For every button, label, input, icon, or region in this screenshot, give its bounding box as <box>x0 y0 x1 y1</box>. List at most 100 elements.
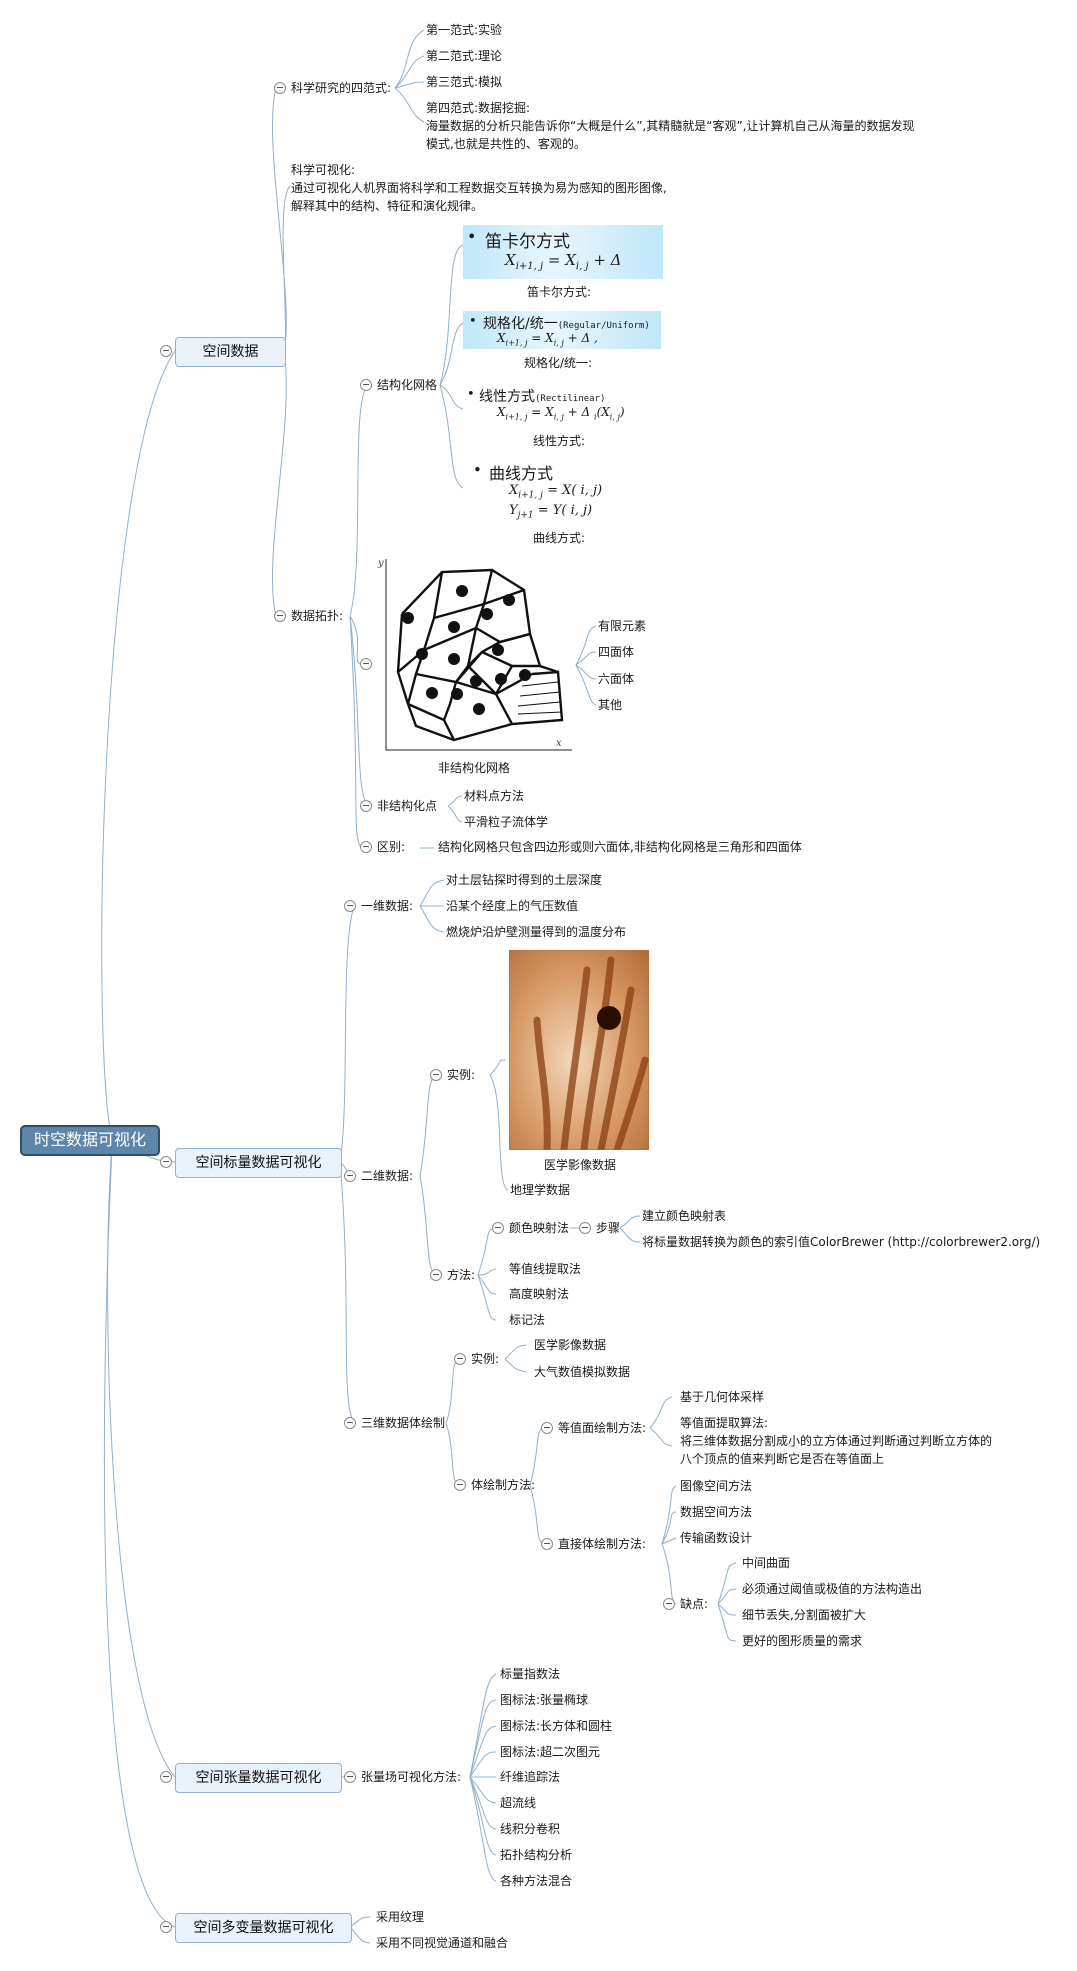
formula-regular-eq: Xi+1, j = Xi, j + Δ , <box>497 331 598 348</box>
formula-curvilinear-eq-1: Xi+1, j = X( i, j) <box>509 483 603 501</box>
collapse-toggle-icon[interactable] <box>344 900 356 912</box>
node-multivar-channels[interactable]: 采用不同视觉通道和融合 <box>376 1936 509 1950</box>
node-sciviz-title[interactable]: 科学可视化: <box>291 163 356 177</box>
node-1d-data[interactable]: 一维数据: <box>361 899 414 913</box>
formula-curvilinear-title: 曲线方式 <box>489 464 554 483</box>
node-data-topology[interactable]: 数据拓扑: <box>291 609 344 623</box>
node-difference-text[interactable]: 结构化网格只包含四边形或则六面体,非结构化网格是三角形和四面体 <box>438 840 802 854</box>
topic-spatial-data[interactable]: 空间数据 <box>175 337 286 367</box>
bullet-icon: • <box>469 314 477 329</box>
node-steps[interactable]: 步骤 <box>596 1221 621 1235</box>
node-tensor-item-7[interactable]: 线积分卷积 <box>500 1822 561 1836</box>
node-transfer-function[interactable]: 传输函数设计 <box>680 1531 753 1545</box>
collapse-toggle-icon[interactable] <box>160 1156 172 1168</box>
node-defect-2[interactable]: 必须通过阈值或极值的方法构造出 <box>742 1582 923 1596</box>
node-tensor-item-2[interactable]: 图标法:张量椭球 <box>500 1693 589 1707</box>
collapse-toggle-icon[interactable] <box>344 1417 356 1429</box>
node-3d-volume[interactable]: 三维数据体绘制 <box>361 1416 446 1430</box>
node-volume-render-method[interactable]: 体绘制方法: <box>471 1478 536 1492</box>
node-1d-furnace-temp[interactable]: 燃烧炉沿炉壁测量得到的温度分布 <box>446 925 627 939</box>
collapse-toggle-icon[interactable] <box>160 1921 172 1933</box>
node-tensor-item-6[interactable]: 超流线 <box>500 1796 537 1810</box>
node-height-map-method[interactable]: 高度映射法 <box>509 1287 570 1301</box>
node-isosurface-method[interactable]: 等值面绘制方法: <box>558 1421 647 1435</box>
node-3d-atmos[interactable]: 大气数值模拟数据 <box>534 1365 631 1379</box>
root-topic[interactable]: 时空数据可视化 <box>20 1125 160 1156</box>
node-other[interactable]: 其他 <box>598 698 623 712</box>
node-defect-1[interactable]: 中间曲面 <box>742 1556 791 1570</box>
node-tensor-item-8[interactable]: 拓扑结构分析 <box>500 1848 573 1862</box>
caption-medical-image: 医学影像数据 <box>544 1158 617 1172</box>
node-paradigm-4-title[interactable]: 第四范式:数据挖掘: <box>426 101 531 115</box>
node-tetrahedron[interactable]: 四面体 <box>598 645 635 659</box>
collapse-toggle-icon[interactable] <box>360 841 372 853</box>
collapse-toggle-icon[interactable] <box>579 1222 591 1234</box>
collapse-toggle-icon[interactable] <box>274 610 286 622</box>
node-3d-example[interactable]: 实例: <box>471 1352 500 1366</box>
formula-rectilinear-title: 线性方式(Rectilinear) <box>479 386 605 406</box>
node-unstructured-points[interactable]: 非结构化点 <box>377 799 438 813</box>
collapse-toggle-icon[interactable] <box>430 1069 442 1081</box>
collapse-toggle-icon[interactable] <box>430 1269 442 1281</box>
node-1d-soil-depth[interactable]: 对土层钻探时得到的土层深度 <box>446 873 603 887</box>
node-hexahedron[interactable]: 六面体 <box>598 672 635 686</box>
node-material-point-method[interactable]: 材料点方法 <box>464 789 525 803</box>
node-2d-example[interactable]: 实例: <box>447 1068 476 1082</box>
collapse-toggle-icon[interactable] <box>160 345 172 357</box>
caption-cartesian: 笛卡尔方式: <box>527 285 592 299</box>
node-finite-element[interactable]: 有限元素 <box>598 619 647 633</box>
node-step-colorbrewer[interactable]: 将标量数据转换为颜色的索引值ColorBrewer (http://colorb… <box>642 1235 1041 1249</box>
collapse-toggle-icon[interactable] <box>454 1353 466 1365</box>
node-2d-data[interactable]: 二维数据: <box>361 1169 414 1183</box>
node-defect-4[interactable]: 更好的图形质量的需求 <box>742 1634 863 1648</box>
collapse-toggle-icon[interactable] <box>663 1598 675 1610</box>
node-3d-medical[interactable]: 医学影像数据 <box>534 1338 607 1352</box>
node-data-space[interactable]: 数据空间方法 <box>680 1505 753 1519</box>
topic-multivariate-visualization[interactable]: 空间多变量数据可视化 <box>175 1913 352 1943</box>
unstructured-grid-figure: y x <box>377 558 572 751</box>
node-direct-volume-method[interactable]: 直接体绘制方法: <box>558 1537 647 1551</box>
collapse-toggle-icon[interactable] <box>160 1771 172 1783</box>
node-tensor-item-9[interactable]: 各种方法混合 <box>500 1874 573 1888</box>
node-iso-algo-title[interactable]: 等值面提取算法: <box>680 1416 769 1430</box>
node-image-space[interactable]: 图像空间方法 <box>680 1479 753 1493</box>
node-geo-data[interactable]: 地理学数据 <box>510 1183 571 1197</box>
node-paradigm-2[interactable]: 第二范式:理论 <box>426 49 503 63</box>
collapse-toggle-icon[interactable] <box>541 1422 553 1434</box>
node-defects[interactable]: 缺点: <box>680 1597 709 1611</box>
node-four-paradigms[interactable]: 科学研究的四范式: <box>291 81 392 95</box>
node-tensor-item-1[interactable]: 标量指数法 <box>500 1667 561 1681</box>
collapse-toggle-icon[interactable] <box>344 1170 356 1182</box>
node-1d-air-pressure[interactable]: 沿某个经度上的气压数值 <box>446 899 579 913</box>
node-marker-method[interactable]: 标记法 <box>509 1313 546 1327</box>
node-sph[interactable]: 平滑粒子流体学 <box>464 815 549 829</box>
collapse-toggle-icon[interactable] <box>492 1222 504 1234</box>
caption-regular: 规格化/统一: <box>524 356 593 370</box>
topic-scalar-visualization[interactable]: 空间标量数据可视化 <box>175 1148 342 1178</box>
node-colormap-method[interactable]: 颜色映射法 <box>509 1221 570 1235</box>
node-paradigm-3[interactable]: 第三范式:模拟 <box>426 75 503 89</box>
collapse-toggle-icon[interactable] <box>274 82 286 94</box>
node-tensor-methods[interactable]: 张量场可视化方法: <box>361 1770 462 1784</box>
node-defect-3[interactable]: 细节丢失,分割面被扩大 <box>742 1608 866 1622</box>
node-structured-grid[interactable]: 结构化网格 <box>377 378 438 392</box>
node-2d-method[interactable]: 方法: <box>447 1268 476 1282</box>
node-multivar-texture[interactable]: 采用纹理 <box>376 1910 425 1924</box>
node-contour-method[interactable]: 等值线提取法 <box>509 1262 582 1276</box>
node-tensor-item-5[interactable]: 纤维追踪法 <box>500 1770 561 1784</box>
node-tensor-item-3[interactable]: 图标法:长方体和圆柱 <box>500 1719 613 1733</box>
node-sciviz-desc-1: 通过可视化人机界面将科学和工程数据交互转换为易为感知的图形图像, <box>291 181 667 195</box>
collapse-toggle-icon[interactable] <box>454 1479 466 1491</box>
collapse-toggle-icon[interactable] <box>360 658 372 670</box>
collapse-toggle-icon[interactable] <box>541 1538 553 1550</box>
node-difference-label[interactable]: 区别: <box>377 840 406 854</box>
collapse-toggle-icon[interactable] <box>360 379 372 391</box>
node-tensor-item-4[interactable]: 图标法:超二次图元 <box>500 1745 601 1759</box>
node-iso-geometry[interactable]: 基于几何体采样 <box>680 1390 765 1404</box>
formula-rectilinear-image: • 线性方式(Rectilinear) Xi+1, j = Xi, j + Δ … <box>463 385 663 425</box>
collapse-toggle-icon[interactable] <box>344 1771 356 1783</box>
collapse-toggle-icon[interactable] <box>360 800 372 812</box>
topic-tensor-visualization[interactable]: 空间张量数据可视化 <box>175 1763 342 1793</box>
node-paradigm-1[interactable]: 第一范式:实验 <box>426 23 503 37</box>
node-step-build-table[interactable]: 建立颜色映射表 <box>642 1209 727 1223</box>
